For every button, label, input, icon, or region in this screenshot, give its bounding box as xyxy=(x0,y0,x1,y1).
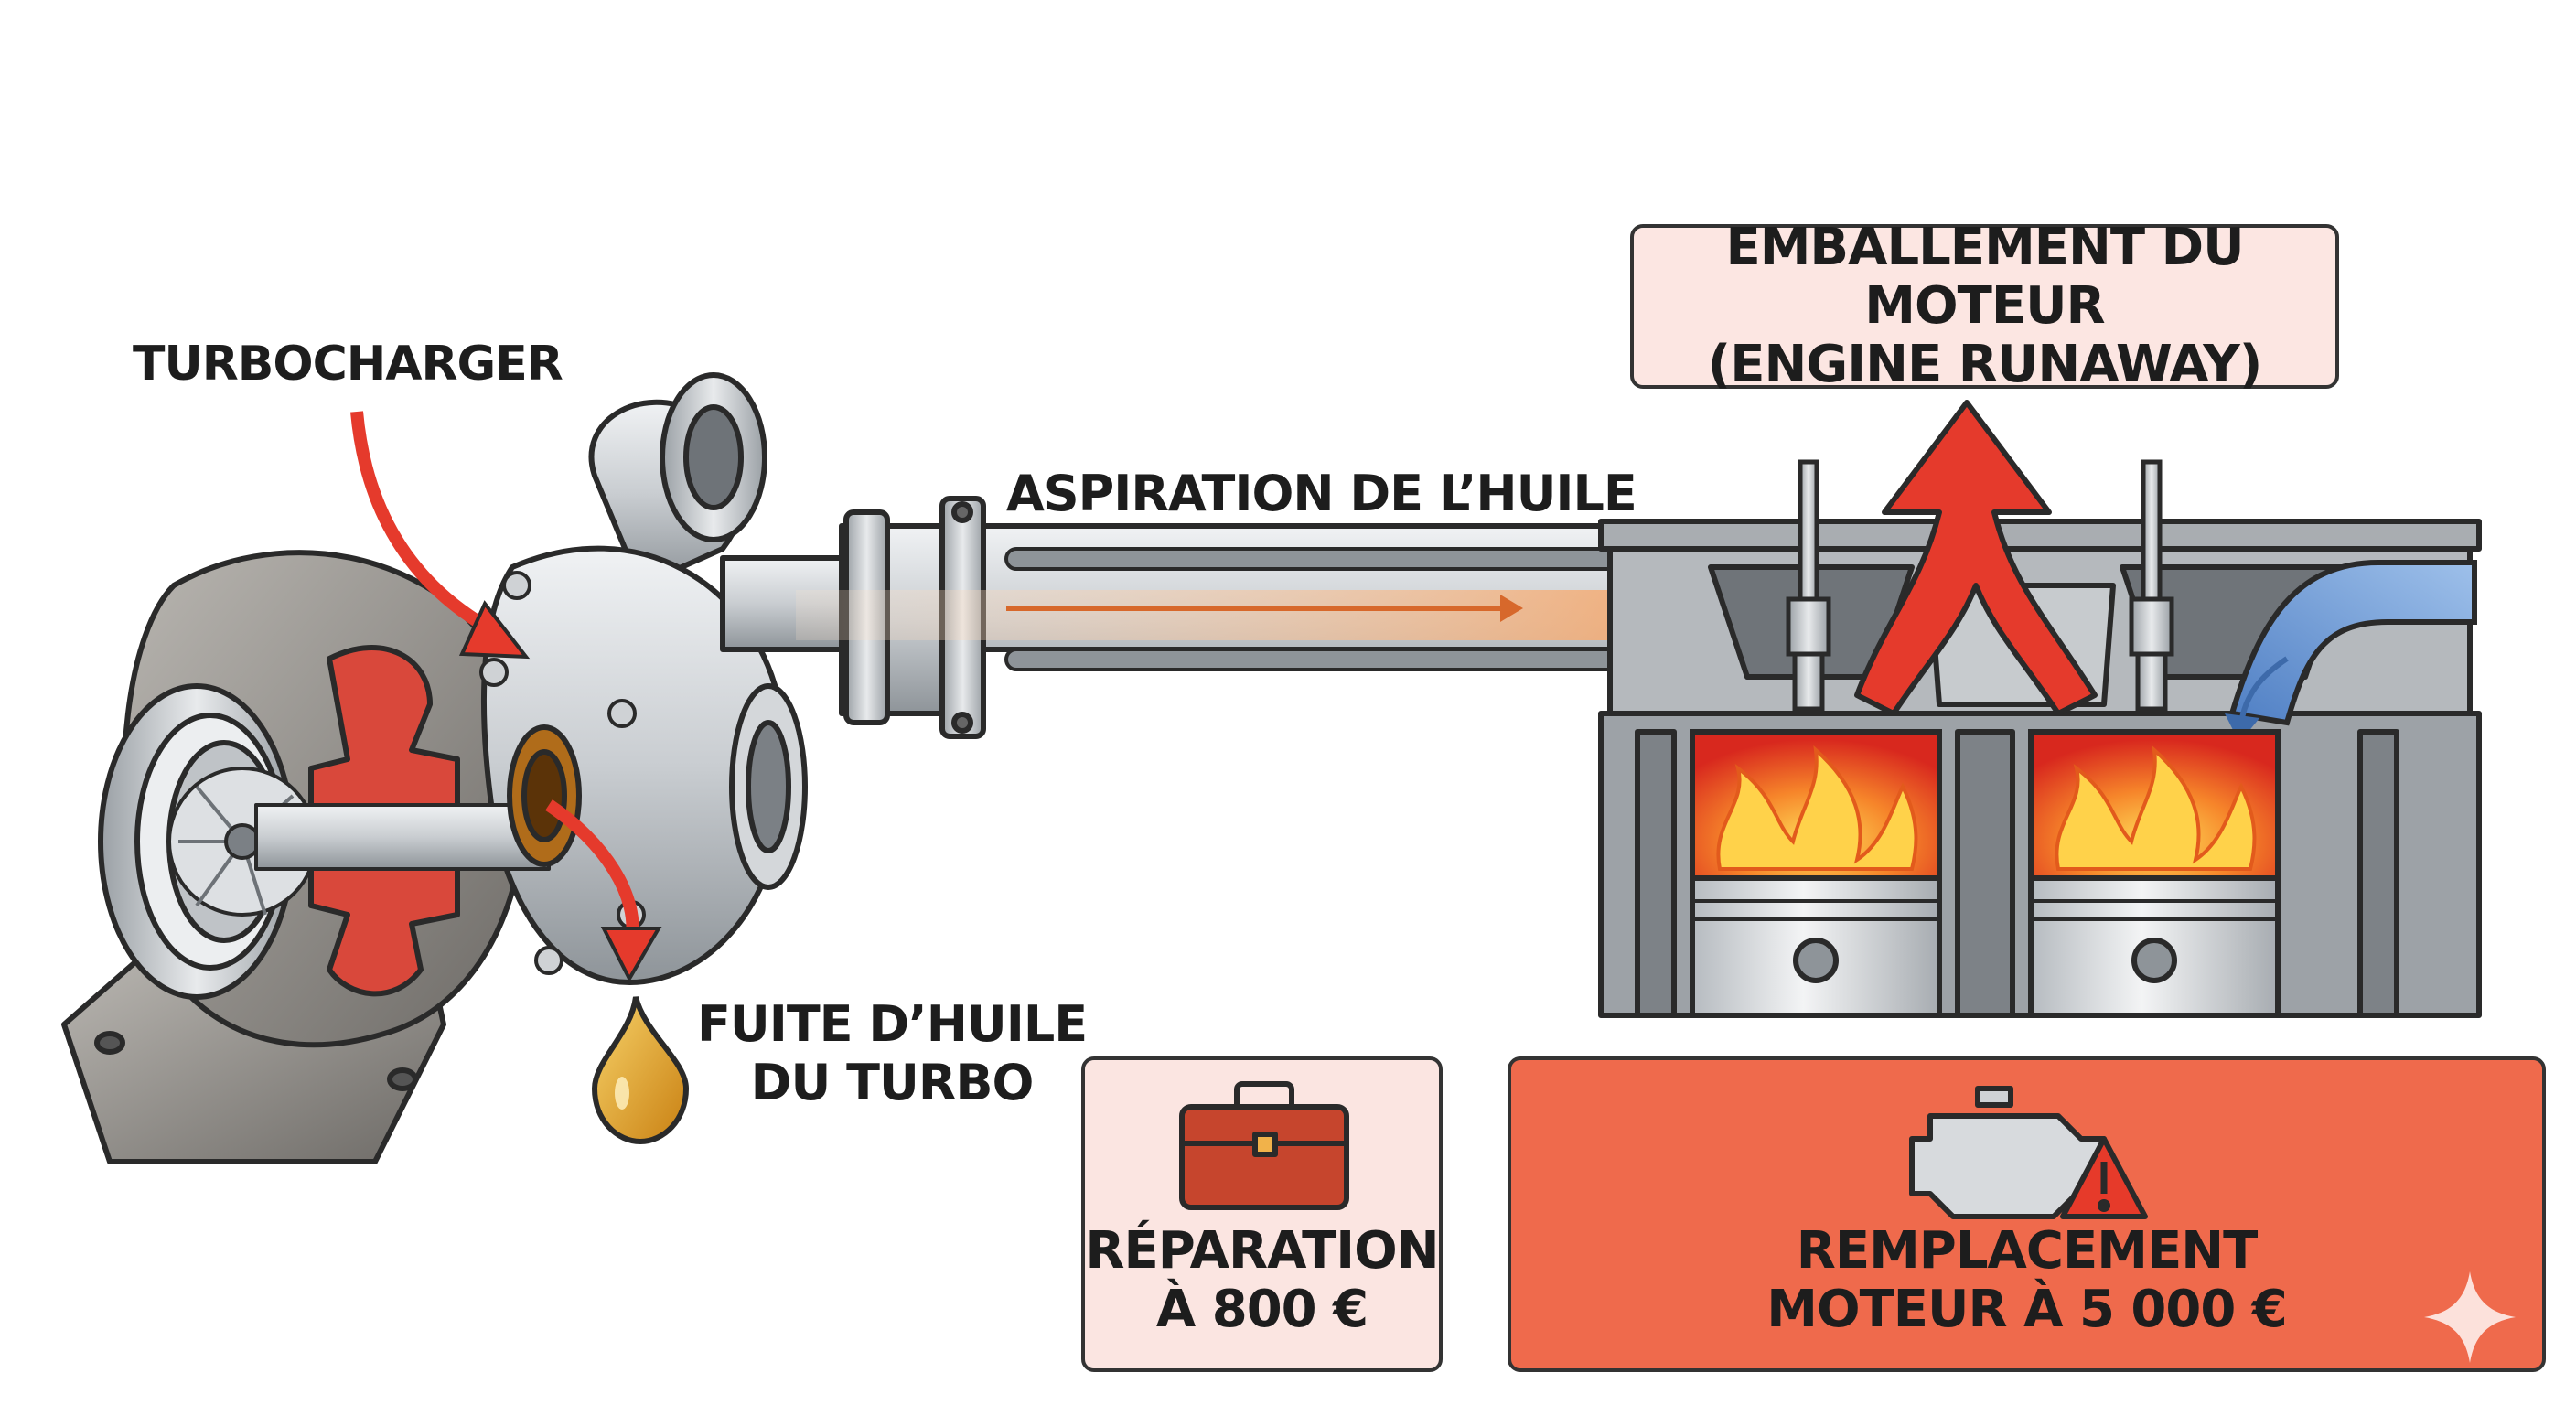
intake-pipe xyxy=(796,496,1796,739)
compressor-housing xyxy=(480,545,789,986)
cutaway-section xyxy=(308,645,460,997)
injector xyxy=(1786,459,2174,712)
oil-suction-label: ASPIRATION DE L’HUILE xyxy=(1006,465,1637,522)
repair-cost-box: RÉPARATION À 800 € xyxy=(1081,1056,1443,1372)
engine-block xyxy=(1598,519,2482,1018)
runaway-arrow xyxy=(1854,400,2098,716)
turbo-outlet-pipe xyxy=(720,555,945,652)
piston-left xyxy=(1690,875,1942,1018)
runaway-box: EMBALLEMENT DU MOTEUR (ENGINE RUNAWAY) xyxy=(1630,219,2339,394)
turbo-leak-label-line2: DU TURBO xyxy=(750,1054,1035,1111)
engine-replacement-line2: MOTEUR À 5 000 € xyxy=(1766,1280,2288,1339)
turbo-leak-label: FUITE D’HUILE DU TURBO xyxy=(697,995,1088,1112)
oil-leak-arrow xyxy=(545,799,639,944)
turbocharger-pointer-arrow xyxy=(350,411,498,638)
engine-replacement-line1: REMPLACEMENT xyxy=(1796,1221,2259,1281)
pipe-flange xyxy=(843,509,890,725)
runaway-box-line1: EMBALLEMENT DU MOTEUR xyxy=(1725,218,2244,336)
compressor-wheel xyxy=(167,767,317,917)
oil-drop-icon xyxy=(591,996,690,1145)
runaway-box-line2: (ENGINE RUNAWAY) xyxy=(1707,335,2263,394)
compressor-outlet xyxy=(588,399,752,588)
oil-suction-flow xyxy=(796,590,1729,713)
engine-replacement-box: REMPLACEMENT MOTEUR À 5 000 € xyxy=(1508,1056,2546,1372)
combustion-chamber-right xyxy=(2028,729,2281,881)
turbo-shaft xyxy=(254,803,551,871)
combustion-chamber-left xyxy=(1690,729,1942,881)
turbocharger-label: TURBOCHARGER xyxy=(133,337,564,391)
oil-cavity xyxy=(507,724,582,867)
turbo-leak-label-line1: FUITE D’HUILE xyxy=(697,995,1088,1053)
turbo-mount-flange xyxy=(61,958,446,1164)
intake-air-flow xyxy=(2228,560,2477,726)
piston-right xyxy=(2028,875,2281,1018)
pipe-flange xyxy=(939,496,986,739)
turbine-housing xyxy=(121,550,529,1048)
repair-cost-line2: À 800 € xyxy=(1155,1280,1368,1339)
repair-cost-line1: RÉPARATION xyxy=(1085,1221,1439,1281)
